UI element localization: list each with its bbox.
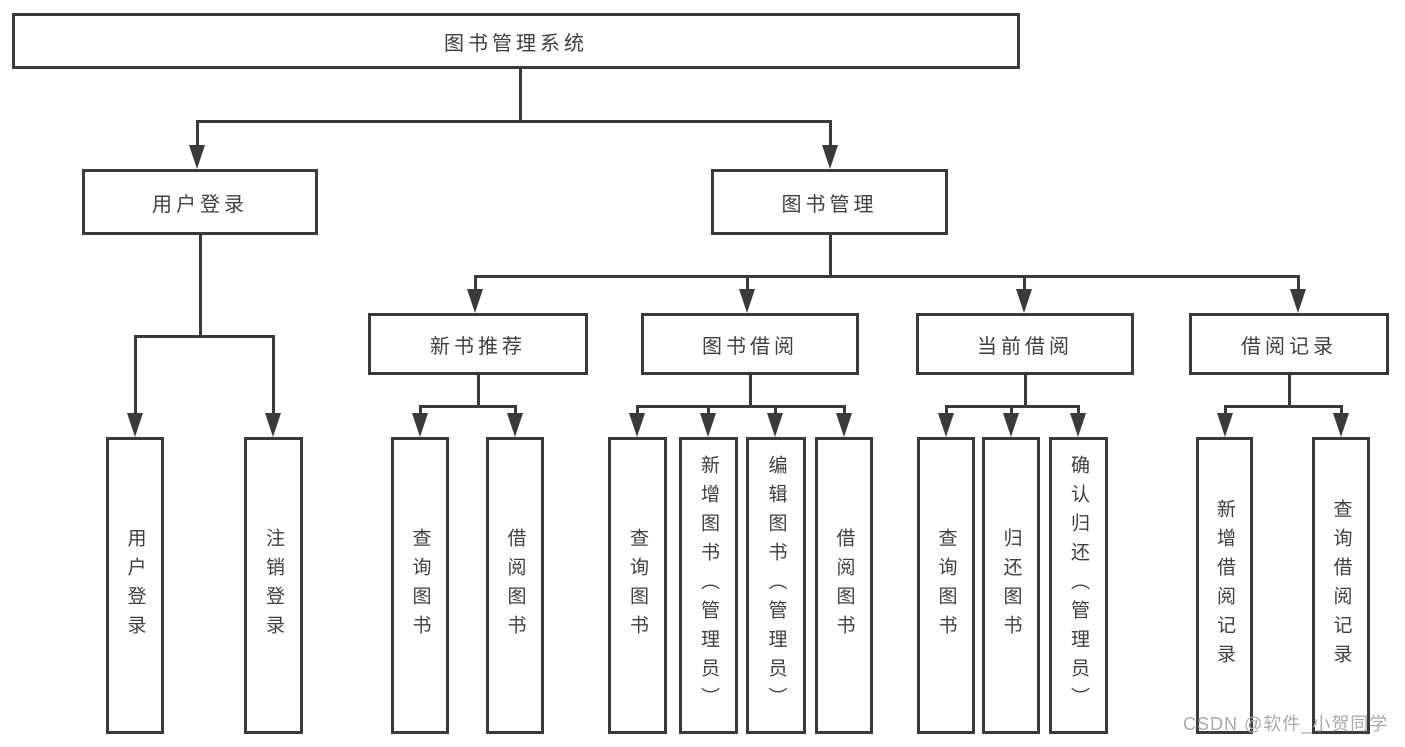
arrow-down-icon	[467, 289, 483, 313]
node-book-borrowing-label: 图书借阅	[702, 335, 798, 358]
leaf-return-books: 归还图书	[982, 437, 1040, 734]
arrow-down-icon	[265, 413, 281, 437]
leaf-query-borrow-record-label: 查询借阅记录	[1330, 498, 1352, 673]
leaf-query-books-recommend-label: 查询图书	[409, 527, 431, 644]
connector-line	[134, 335, 137, 417]
arrow-down-icon	[1016, 289, 1032, 313]
connector-line	[199, 235, 202, 335]
arrow-down-icon	[189, 145, 205, 169]
connector-line	[1297, 275, 1300, 291]
arrow-down-icon	[629, 413, 645, 437]
node-user-login: 用户登录	[82, 169, 318, 235]
connector-line	[1224, 405, 1227, 415]
connector-line	[196, 120, 832, 123]
leaf-query-books-recommend: 查询图书	[391, 437, 449, 734]
connector-line	[134, 335, 275, 338]
arrow-down-icon	[412, 413, 428, 437]
node-borrowing-records-label: 借阅记录	[1241, 335, 1337, 358]
connector-line	[749, 375, 752, 405]
connector-line	[1340, 405, 1343, 415]
arrow-down-icon	[767, 413, 783, 437]
leaf-borrow-books-label: 借阅图书	[833, 527, 855, 644]
node-current-borrowing: 当前借阅	[916, 313, 1134, 375]
leaf-add-book-admin: 新增图书（管理员）	[679, 437, 738, 734]
leaf-confirm-return-admin: 确认归还（管理员）	[1049, 437, 1108, 734]
connector-line	[419, 405, 517, 408]
leaf-user-login-label: 用户登录	[124, 527, 146, 644]
arrow-down-icon	[1070, 413, 1086, 437]
node-new-book-recommendation-label: 新书推荐	[430, 335, 526, 358]
connector-line	[636, 405, 639, 415]
leaf-query-books-current: 查询图书	[917, 437, 975, 734]
connector-line	[474, 275, 477, 291]
leaf-query-borrow-record: 查询借阅记录	[1312, 437, 1370, 734]
leaf-add-borrow-record-label: 新增借阅记录	[1214, 498, 1235, 673]
node-user-login-label: 用户登录	[152, 193, 248, 216]
leaf-return-books-label: 归还图书	[1000, 527, 1022, 644]
node-current-borrowing-label: 当前借阅	[977, 335, 1073, 358]
connector-line	[1010, 405, 1013, 415]
leaf-edit-book-admin: 编辑图书（管理员）	[746, 437, 806, 734]
arrow-down-icon	[822, 145, 838, 169]
arrow-down-icon	[507, 413, 523, 437]
connector-line	[1224, 405, 1342, 408]
arrow-down-icon	[739, 289, 755, 313]
arrow-down-icon	[938, 413, 954, 437]
leaf-query-books-borrowing: 查询图书	[608, 437, 667, 734]
connector-line	[1288, 375, 1291, 405]
connector-line	[1024, 375, 1027, 405]
arrow-down-icon	[700, 413, 716, 437]
arrow-down-icon	[1333, 413, 1349, 437]
leaf-user-login: 用户登录	[106, 437, 164, 734]
connector-line	[477, 375, 480, 405]
connector-line	[829, 235, 832, 277]
leaf-query-books-current-label: 查询图书	[935, 527, 957, 644]
connector-line	[1077, 405, 1080, 415]
node-book-management-system-label: 图书管理系统	[444, 32, 588, 55]
leaf-borrow-books-recommend-label: 借阅图书	[504, 527, 526, 644]
arrow-down-icon	[1290, 289, 1306, 313]
connector-line	[272, 335, 275, 417]
connector-line	[843, 405, 846, 415]
leaf-logout: 注销登录	[244, 437, 303, 734]
node-book-management: 图书管理	[711, 169, 948, 235]
node-borrowing-records: 借阅记录	[1189, 313, 1389, 375]
leaf-edit-book-admin-label: 编辑图书（管理员）	[765, 455, 787, 716]
leaf-query-books-borrowing-label: 查询图书	[627, 527, 648, 644]
arrow-down-icon	[1217, 413, 1233, 437]
connector-line	[707, 405, 710, 415]
connector-line	[1023, 275, 1026, 291]
connector-line	[945, 405, 948, 415]
arrow-down-icon	[127, 413, 143, 437]
node-book-management-label: 图书管理	[781, 193, 878, 216]
arrow-down-icon	[836, 413, 852, 437]
leaf-borrow-books: 借阅图书	[815, 437, 873, 734]
connector-line	[196, 120, 199, 152]
connector-line	[636, 405, 846, 408]
connector-line	[746, 275, 749, 291]
leaf-confirm-return-admin-label: 确认归还（管理员）	[1068, 455, 1089, 716]
connector-line	[774, 405, 777, 415]
connector-line	[419, 405, 422, 415]
node-book-borrowing: 图书借阅	[641, 313, 859, 375]
arrow-down-icon	[1003, 413, 1019, 437]
leaf-borrow-books-recommend: 借阅图书	[486, 437, 544, 734]
leaf-add-borrow-record: 新增借阅记录	[1196, 437, 1253, 734]
node-new-book-recommendation: 新书推荐	[368, 313, 588, 375]
connector-line	[829, 120, 832, 152]
leaf-add-book-admin-label: 新增图书（管理员）	[698, 455, 719, 716]
connector-line	[474, 275, 1300, 278]
node-book-management-system: 图书管理系统	[12, 13, 1020, 69]
connector-line	[514, 405, 517, 415]
connector-line	[519, 69, 522, 120]
watermark: CSDN @软件_小贺同学	[1183, 714, 1389, 734]
leaf-logout-label: 注销登录	[263, 527, 284, 644]
